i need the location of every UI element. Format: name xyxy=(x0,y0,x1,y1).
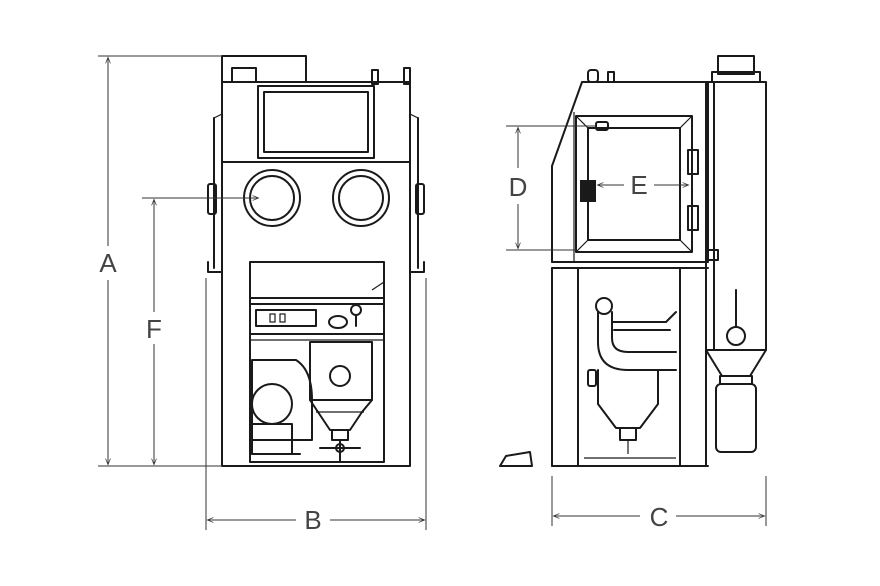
front-view-window-frame xyxy=(257,85,375,159)
side-hopper-tank xyxy=(597,369,659,429)
side-door-frame xyxy=(575,115,693,253)
dimension-label-a: A xyxy=(99,248,117,278)
door-latch xyxy=(580,180,596,202)
front-top-small-box xyxy=(231,67,257,83)
dimension-lines xyxy=(98,55,767,530)
control-knob xyxy=(328,315,348,329)
dimension-label-e: E xyxy=(630,170,647,200)
dust-collection-bottle xyxy=(715,383,757,453)
door-hinge-top xyxy=(687,149,699,175)
column-gauge-icon xyxy=(726,326,746,346)
control-panel-display xyxy=(255,309,317,327)
side-rear-leg xyxy=(679,267,707,467)
dimension-labels: A F B C D E xyxy=(99,170,668,535)
dimension-label-b: B xyxy=(304,505,321,535)
side-top-knob xyxy=(587,69,599,83)
dust-collector-cap xyxy=(717,55,755,75)
dust-collector-cone xyxy=(705,349,767,377)
right-glove-port xyxy=(332,169,390,227)
side-front-leg xyxy=(551,267,579,467)
door-hinge-bottom xyxy=(687,205,699,231)
gauge-icon xyxy=(350,304,362,316)
side-vacuum-pipe xyxy=(597,311,677,371)
side-view xyxy=(499,55,767,467)
foot-pedal xyxy=(499,451,533,467)
dust-collector-motor xyxy=(251,359,313,441)
dimension-label-c: C xyxy=(650,502,669,532)
front-left-latch xyxy=(207,183,217,215)
front-view xyxy=(207,55,425,467)
dimension-label-f: F xyxy=(146,314,162,344)
front-post-left xyxy=(371,69,379,85)
front-hopper-tank xyxy=(309,341,373,401)
front-view-window-glass xyxy=(263,91,369,153)
front-cabinet-body xyxy=(221,81,411,467)
front-right-latch xyxy=(415,183,425,215)
front-post-right xyxy=(403,67,411,85)
front-lower-opening xyxy=(249,261,385,463)
side-top-post xyxy=(607,71,615,83)
dimension-label-d: D xyxy=(509,172,528,202)
